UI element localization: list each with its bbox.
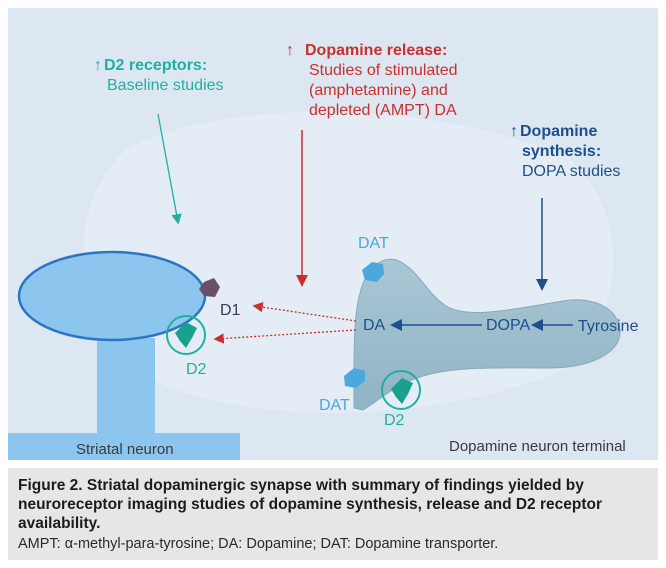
striatal-neuron-label: Striatal neuron bbox=[76, 441, 174, 458]
dat-transporter-icon bbox=[362, 262, 384, 282]
striatal-neuron-body bbox=[17, 250, 207, 342]
dopa-label: DOPA bbox=[486, 317, 531, 334]
d1-receptor-icon bbox=[199, 278, 220, 297]
d2-receptors-arrow bbox=[157, 113, 182, 225]
dopamine-release-title: ↑Dopamine release: bbox=[286, 42, 448, 59]
dopamine-synthesis-title: ↑Dopamine bbox=[510, 123, 598, 140]
dopamine-release-line3: depleted (AMPT) DA bbox=[309, 102, 457, 119]
dopamine-release-line1: Studies of stimulated bbox=[309, 62, 458, 79]
diagram-panel: ↑D2 receptors: Baseline studies ↑Dopamin… bbox=[8, 8, 658, 460]
da-to-d1-arrow bbox=[252, 302, 357, 322]
increase-arrow-icon: ↑ bbox=[286, 42, 294, 59]
d2-receptors-subtitle: Baseline studies bbox=[107, 77, 224, 94]
d2-receptor-icon bbox=[166, 315, 206, 355]
dopamine-release-line2: (amphetamine) and bbox=[309, 82, 448, 99]
synapse-diagram bbox=[8, 111, 621, 460]
dat-transporter-icon bbox=[344, 368, 365, 388]
caption-title: Figure 2. Striatal dopaminergic synapse … bbox=[18, 477, 602, 532]
d2-label-right: D2 bbox=[384, 412, 405, 429]
dat-label-bottom: DAT bbox=[319, 397, 350, 414]
dopamine-terminal-label: Dopamine neuron terminal bbox=[449, 438, 626, 455]
caption-abbreviations: AMPT: α-methyl-para-tyrosine; DA: Dopami… bbox=[18, 536, 499, 552]
increase-arrow-icon: ↑ bbox=[510, 123, 518, 140]
striatal-neuron-stem bbox=[97, 338, 155, 438]
d1-label: D1 bbox=[220, 302, 241, 319]
d2-receptor-icon bbox=[381, 370, 421, 410]
dopamine-synthesis-title-2: synthesis: bbox=[522, 143, 602, 160]
increase-arrow-icon: ↑ bbox=[94, 57, 102, 74]
figure-caption: Figure 2. Striatal dopaminergic synapse … bbox=[8, 468, 658, 560]
d2-label-left: D2 bbox=[186, 361, 207, 378]
d2-receptors-title: ↑D2 receptors: bbox=[94, 57, 208, 74]
da-label: DA bbox=[363, 317, 386, 334]
dat-label-top: DAT bbox=[358, 235, 389, 252]
dopamine-synthesis-subtitle: DOPA studies bbox=[522, 163, 621, 180]
da-to-d2-arrow bbox=[213, 329, 357, 344]
tyrosine-label: Tyrosine bbox=[578, 318, 639, 335]
